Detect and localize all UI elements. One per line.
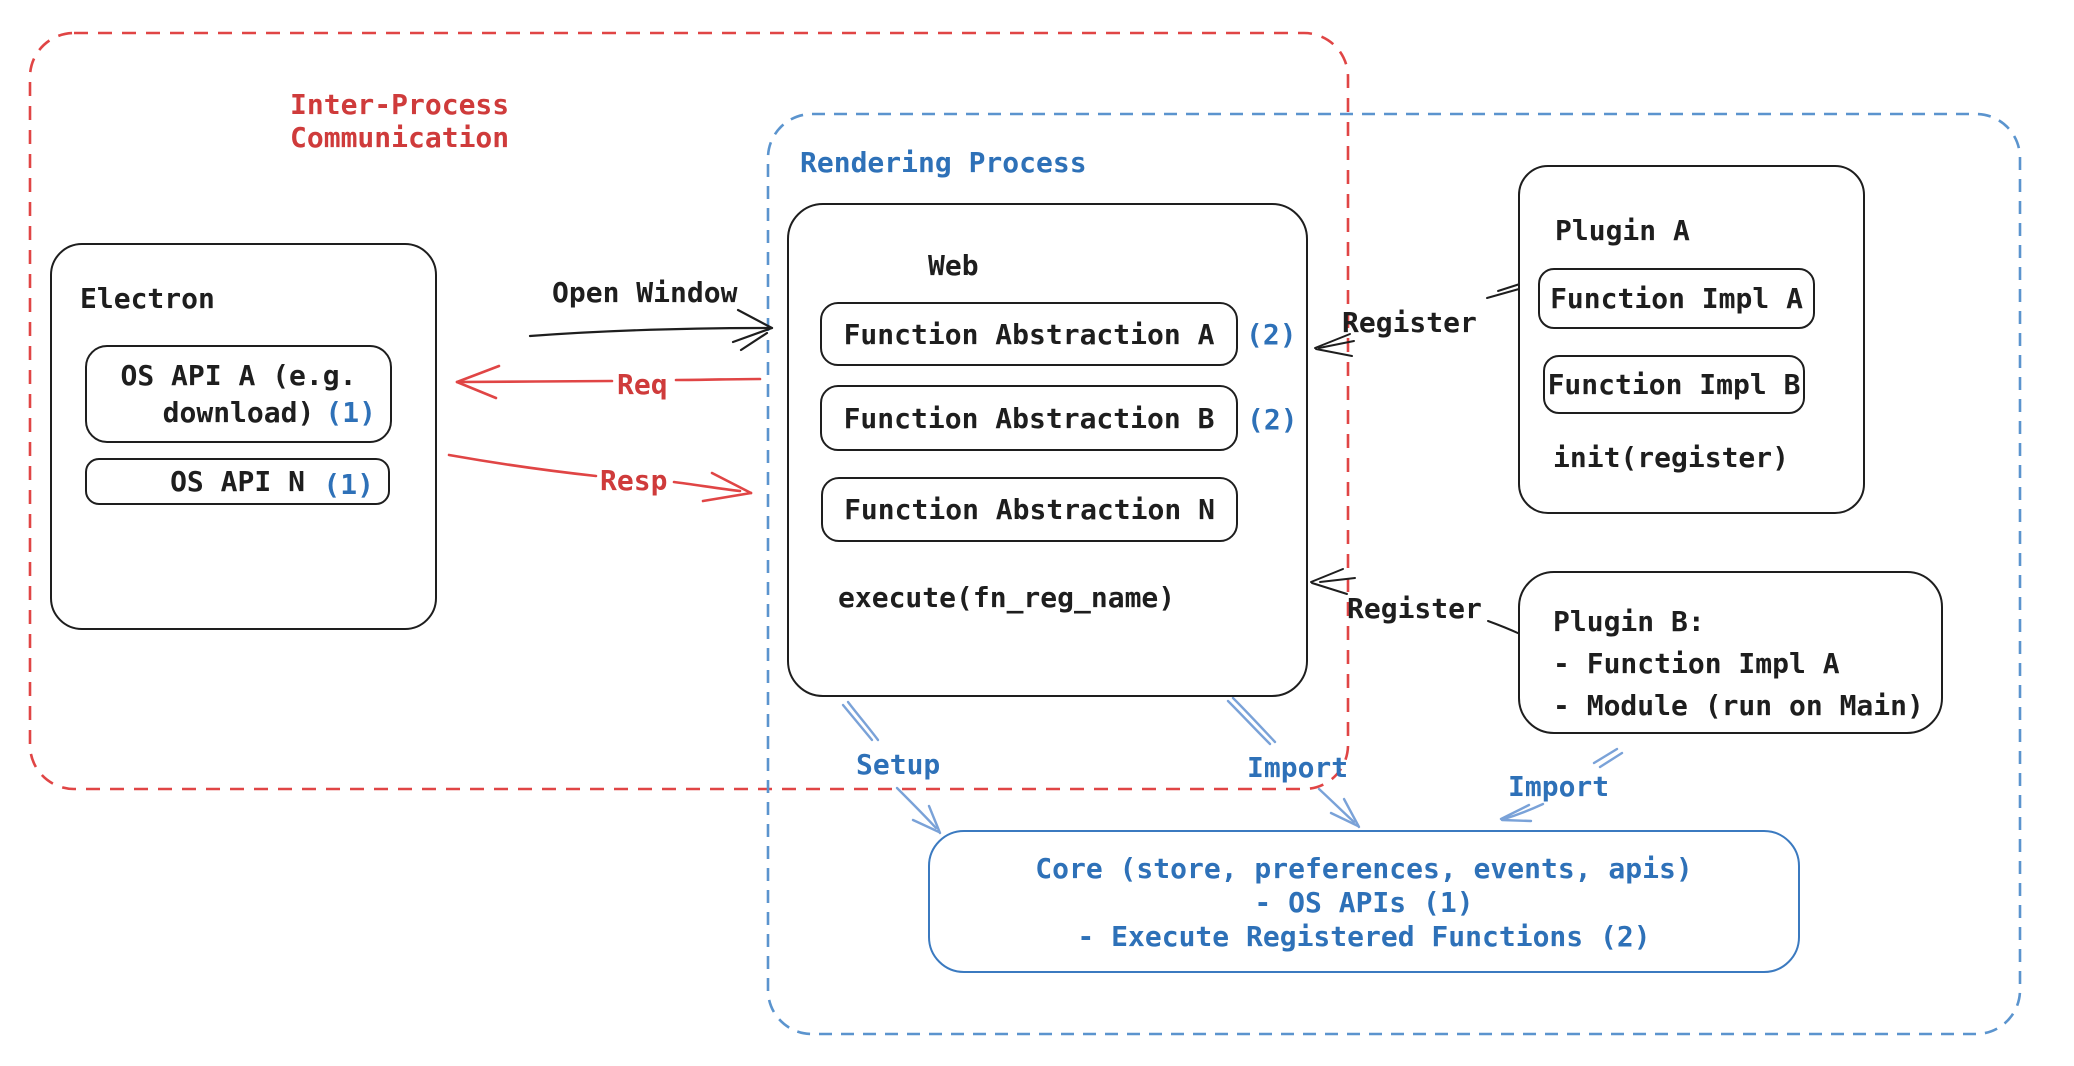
- plugin-b-box: [1518, 571, 1943, 734]
- plugin-b-line2: - Function Impl A: [1553, 647, 1840, 680]
- function-abstraction-n-label: Function Abstraction N: [844, 493, 1215, 526]
- plugin-a-title: Plugin A: [1555, 214, 1690, 247]
- open-window-arrow: [528, 308, 774, 352]
- os-api-n-label: OS API N: [170, 465, 305, 498]
- os-api-n-box: OS API N (1): [85, 458, 390, 505]
- function-impl-b-box: Function Impl B: [1543, 355, 1805, 414]
- rendering-process-label: Rendering Process: [800, 146, 1087, 179]
- req-arrow: [455, 364, 762, 400]
- web-title: Web: [928, 249, 979, 282]
- os-api-a-line2: download): [162, 396, 315, 429]
- core-box: Core (store, preferences, events, apis) …: [928, 830, 1800, 973]
- open-window-label: Open Window: [552, 276, 738, 309]
- fa-a-badge: (2): [1246, 318, 1297, 351]
- core-line2: - OS APIs (1): [1254, 886, 1474, 919]
- function-impl-a-label: Function Impl A: [1550, 282, 1803, 315]
- os-api-a-label: OS API A (e.g. download): [120, 357, 356, 431]
- resp-arrow: [447, 453, 753, 503]
- register-top-arrow: [1314, 282, 1524, 357]
- init-register-label: init(register): [1553, 441, 1790, 474]
- execute-label: execute(fn_reg_name): [838, 581, 1176, 614]
- ipc-label-line1: Inter-Process: [290, 88, 510, 121]
- core-line3: - Execute Registered Functions (2): [1077, 920, 1651, 953]
- setup-arrow: [841, 700, 942, 835]
- plugin-b-text: Plugin B: - Function Impl A - Module (ru…: [1553, 601, 1924, 727]
- plugin-a-box: [1518, 165, 1865, 514]
- req-label: Req: [617, 368, 668, 401]
- import-left-arrow: [1226, 696, 1361, 829]
- plugin-b-line3: - Module (run on Main): [1553, 689, 1924, 722]
- rendering-boundary: [766, 112, 2022, 1036]
- os-api-a-badge: (1): [325, 396, 376, 429]
- ipc-label-line2: Communication: [290, 121, 510, 154]
- setup-label: Setup: [856, 748, 941, 781]
- register-bottom-arrow: [1310, 568, 1521, 635]
- function-abstraction-a-label: Function Abstraction A: [843, 317, 1215, 351]
- register-bottom-label: Register: [1347, 592, 1482, 625]
- ipc-label: Inter-Process Communication: [290, 88, 509, 154]
- function-abstraction-b-label: Function Abstraction B: [843, 401, 1215, 435]
- import-left-label: Import: [1247, 751, 1349, 784]
- function-abstraction-a-box: Function Abstraction A: [820, 302, 1238, 366]
- os-api-a-line1: OS API A (e.g.: [120, 359, 357, 392]
- function-impl-a-box: Function Impl A: [1538, 268, 1815, 329]
- fa-b-badge: (2): [1247, 403, 1298, 436]
- core-line1: Core (store, preferences, events, apis): [1035, 852, 1693, 885]
- register-top-label: Register: [1342, 306, 1477, 339]
- ipc-boundary: [28, 31, 1350, 791]
- os-api-n-badge: (1): [323, 468, 374, 501]
- import-right-arrow: [1499, 747, 1624, 823]
- function-impl-b-label: Function Impl B: [1547, 368, 1801, 401]
- resp-label: Resp: [600, 464, 668, 497]
- electron-title: Electron: [80, 282, 215, 315]
- function-abstraction-n-box: Function Abstraction N: [821, 477, 1238, 542]
- import-right-label: Import: [1508, 770, 1610, 803]
- function-abstraction-b-box: Function Abstraction B: [820, 385, 1238, 451]
- plugin-b-line1: Plugin B:: [1553, 605, 1705, 638]
- os-api-a-box: OS API A (e.g. download) (1): [85, 345, 392, 443]
